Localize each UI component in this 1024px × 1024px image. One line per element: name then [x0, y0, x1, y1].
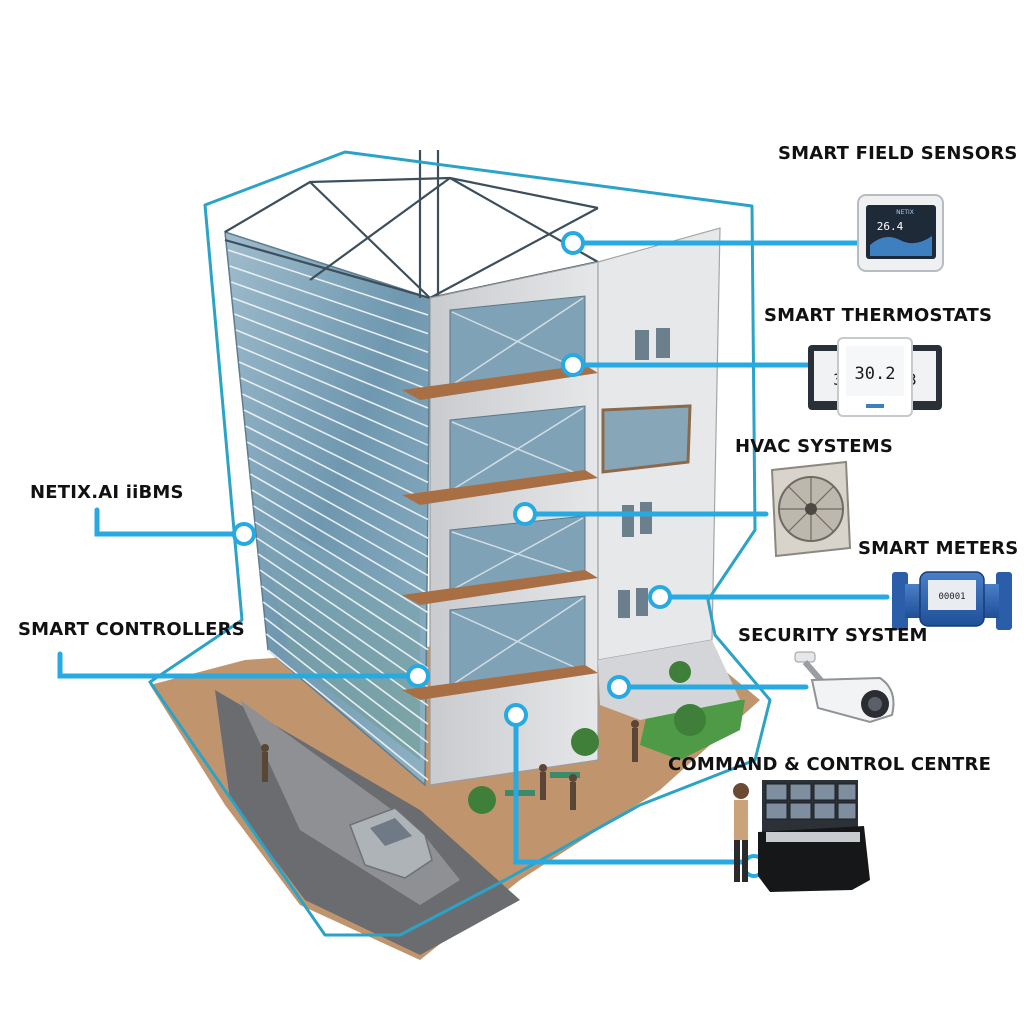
- connector-controllers: [57, 651, 409, 679]
- tower-floor-line: [234, 313, 429, 391]
- tower-floor-line: [265, 633, 429, 763]
- node-hvac: [513, 502, 537, 526]
- label-hvac-systems: HVAC SYSTEMS: [735, 436, 893, 457]
- balcony-bays: [402, 295, 598, 700]
- tower-floor-line: [261, 585, 429, 707]
- glass-tower: [224, 230, 431, 787]
- building-outline: [148, 150, 772, 937]
- wing-windows: [601, 328, 692, 618]
- tower-floor-line: [250, 473, 429, 577]
- meter-reading: 00001: [938, 592, 965, 602]
- tower-floor-line: [251, 489, 429, 595]
- node-netix: [232, 522, 256, 546]
- tower-floor-line: [230, 281, 429, 353]
- balcony-bay: [402, 405, 598, 505]
- tower-floor-line: [235, 329, 429, 409]
- tower-floor-line: [245, 425, 429, 521]
- tower-floor-line: [267, 649, 429, 781]
- node-meters: [648, 585, 672, 609]
- label-smart-meters: SMART METERS: [858, 538, 1019, 559]
- label-smart-controllers: SMART CONTROLLERS: [18, 619, 245, 640]
- hvac-fan-icon: [770, 460, 852, 558]
- thermostat-icon: 3 3 30.2: [808, 337, 942, 417]
- tower-floor-line: [262, 601, 429, 725]
- control-desk-icon: [733, 780, 870, 892]
- car: [349, 807, 433, 879]
- connector-lines: [57, 240, 890, 865]
- label-command-control-centre: COMMAND & CONTROL CENTRE: [668, 754, 992, 775]
- node-field-sensors: [561, 231, 585, 255]
- tower-floor-line: [243, 409, 429, 502]
- tower-floor-line: [248, 457, 429, 558]
- node-command-building: [504, 703, 528, 727]
- tower-floor-line: [227, 249, 429, 316]
- connector-command: [513, 724, 745, 865]
- tower-floor-line: [264, 617, 429, 744]
- connector-netix: [94, 507, 235, 537]
- landscaping: [468, 661, 706, 814]
- balcony-bay: [402, 595, 598, 700]
- security-camera-icon: [794, 651, 895, 724]
- tower-floor-line: [254, 521, 429, 632]
- tower-floor-line: [229, 265, 429, 335]
- tower-floor-line: [257, 553, 429, 670]
- tower-floor-line: [242, 393, 429, 484]
- balcony-bay: [402, 515, 598, 605]
- sensor-brand: NETIX: [896, 209, 914, 216]
- tower-floor-line: [259, 569, 429, 688]
- tower-floor-line: [237, 345, 429, 428]
- tower-floor-line: [256, 537, 429, 651]
- tower-floor-line: [232, 297, 429, 372]
- tower-floor-line: [246, 441, 429, 539]
- node-controllers: [406, 664, 430, 688]
- label-smart-thermostats: SMART THERMOSTATS: [764, 305, 993, 326]
- node-thermostats: [561, 353, 585, 377]
- people: [261, 720, 639, 810]
- label-netix-ibms: NETIX.AI iiBMS: [30, 482, 184, 503]
- tower-floor-line: [253, 505, 429, 614]
- label-security-system: SECURITY SYSTEM: [738, 625, 928, 646]
- water-meter-icon: 00001: [892, 571, 1012, 630]
- balcony-bay: [402, 295, 598, 400]
- tower-floor-line: [238, 361, 429, 446]
- sensor-reading: 26.4: [877, 220, 904, 233]
- thermostat-center-reading: 30.2: [855, 364, 896, 384]
- tower-floor-line: [240, 377, 429, 465]
- node-security: [607, 675, 631, 699]
- wall-sensor-icon: NETIX 26.4: [857, 194, 944, 272]
- label-smart-field-sensors: SMART FIELD SENSORS: [778, 143, 1018, 164]
